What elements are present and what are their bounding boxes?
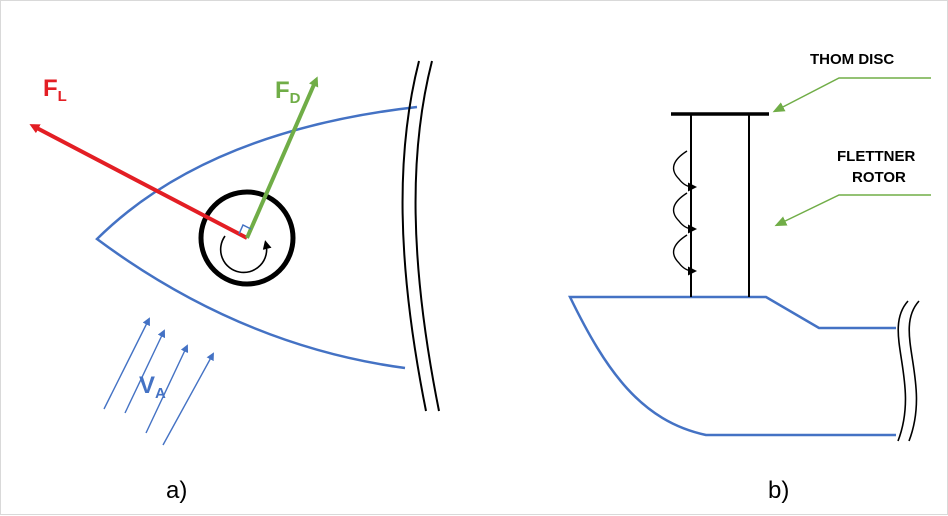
hull-break-mark: [401, 60, 440, 412]
lift-force-label: FL: [43, 75, 67, 105]
apparent-wind-arrows: [103, 317, 214, 446]
flettner-label-line2: ROTOR: [852, 169, 906, 186]
flettner-rotor-leader: [774, 194, 931, 227]
rotation-arc: [672, 234, 697, 276]
panel-a-label: a): [166, 477, 187, 504]
wind-arrow: [145, 344, 189, 434]
lift-force-arrow: [29, 124, 248, 240]
drag-force-label: FD: [275, 77, 301, 107]
flettner-label-line1: FLETTNER: [837, 148, 915, 165]
right-angle-mark: [238, 223, 252, 235]
panel-b-label: b): [768, 477, 789, 504]
ship-break-mark: [897, 300, 920, 442]
ship-hull-side-outline: [568, 295, 896, 437]
panel-b: THOM DISC FLETTNER ROTOR b): [568, 51, 931, 504]
panel-a: FL FD VA a): [29, 60, 440, 504]
wind-arrow: [124, 329, 166, 414]
hull-top-view-outline: [95, 105, 418, 370]
thom-disc-leader: [772, 77, 931, 113]
rotation-arrow: [219, 235, 272, 274]
rotor-circle: [198, 189, 296, 287]
wind-arrow: [103, 317, 150, 410]
thom-disc-label: THOM DISC: [810, 51, 894, 68]
apparent-wind-label: VA: [139, 372, 166, 402]
rotation-arc: [672, 192, 697, 234]
wind-arrow: [162, 352, 214, 446]
rotation-arc: [672, 150, 697, 192]
drag-force-arrow: [245, 76, 319, 239]
